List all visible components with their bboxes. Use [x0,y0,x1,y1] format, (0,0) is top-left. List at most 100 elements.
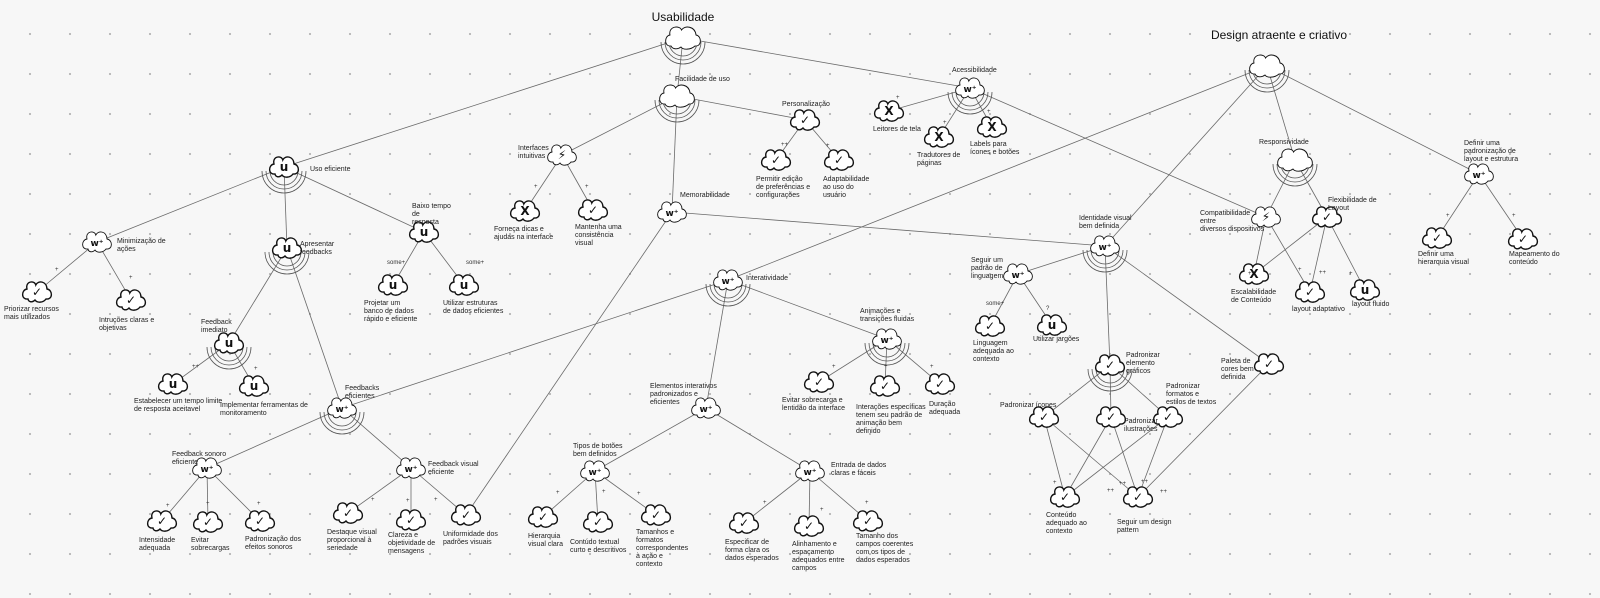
satisficed-softgoal-destaque[interactable]: ✓ [332,502,364,524]
satisficed-softgoal-definir-hier[interactable]: ✓ [1421,227,1453,249]
denied-softgoal-leitores[interactable]: X [873,100,905,122]
weak-satisficed-softgoal-feed-sonoro[interactable]: w⁺ [192,457,222,479]
weak-satisficed-softgoal-feed-visual[interactable]: w⁺ [396,457,426,479]
unknown-softgoal-apres[interactable]: u [271,237,303,259]
satisficed-softgoal-permitir[interactable]: ✓ [760,149,792,171]
unknown-softgoal-projetar[interactable]: u [377,274,409,296]
unknown-softgoal-implem[interactable]: u [238,375,270,397]
softgoal-cloud-shape [713,269,743,291]
contribution-link [1043,364,1111,418]
softgoal-label-apresentar-feedbacks: Apresentar feedbacks [300,241,335,256]
contribution-link [283,166,288,249]
contribution-link [1326,216,1366,291]
softgoal-label-personalizacao: Personalização [782,101,830,108]
softgoal-label-definir-padronizacao: Definir uma padronização de layout e est… [1464,140,1519,163]
satisficed-softgoal-alinh[interactable]: ✓ [793,515,825,537]
softgoal-cloud-shape [448,274,480,296]
denied-softgoal-tradut[interactable]: X [923,126,955,148]
softgoal-cloud-shape [872,328,902,350]
satisficed-softgoal-clareza[interactable]: ✓ [395,509,427,531]
softgoal-label-elementos-interativos: Elementos interativos padronizados e efi… [650,383,717,406]
softgoal-cloud-shape [1152,406,1184,428]
contribution-label: + [166,503,170,509]
satisficed-softgoal-interac-esp[interactable]: ✓ [869,375,901,397]
satisficed-softgoal-layout-adapt[interactable]: ✓ [1294,281,1326,303]
satisficed-softgoal-padr-elem[interactable]: ✓ [1094,354,1126,376]
satisficed-softgoal-evitar-s[interactable]: ✓ [192,511,224,533]
weak-satisficed-icon: w⁺ [699,405,712,415]
weak-satisficed-softgoal-minim[interactable]: w⁺ [82,231,112,253]
softgoal-cloud-shape [192,457,222,479]
softgoal-cloud-shape [1094,354,1126,376]
unknown-softgoal-jargoes[interactable]: u [1036,314,1068,336]
decomposition-arc [323,411,361,431]
satisficed-icon: ✓ [406,513,416,527]
weak-satisficed-softgoal-anim[interactable]: w⁺ [872,328,902,350]
satisficed-softgoal-intens[interactable]: ✓ [146,510,178,532]
satisficed-softgoal-flexib[interactable]: ✓ [1311,206,1343,228]
weak-satisficed-softgoal-interat[interactable]: w⁺ [713,269,743,291]
satisficed-icon: ✓ [461,508,471,522]
satisficed-softgoal-tamanhos[interactable]: ✓ [640,504,672,526]
weak-satisficed-softgoal-acess[interactable]: w⁺ [955,77,985,99]
satisficed-softgoal-seguir-pattern[interactable]: ✓ [1122,486,1154,508]
denied-softgoal-forneca[interactable]: X [509,200,541,222]
satisficed-softgoal-uniform[interactable]: ✓ [450,504,482,526]
softgoal-cloud-shape [955,77,985,99]
unknown-softgoal-uso[interactable]: u [268,156,300,178]
satisficed-softgoal-ling-adeq[interactable]: ✓ [974,315,1006,337]
satisficed-softgoal-intruc[interactable]: ✓ [115,289,147,311]
softgoal-cloud-shape [82,231,112,253]
softgoal-label-conteudo-adequado: Conteúdo adequado ao contexto [1046,512,1087,535]
satisficed-softgoal-padron-s[interactable]: ✓ [244,510,276,532]
softgoal-cloud-shape [1003,263,1033,285]
unknown-softgoal-estab[interactable]: u [157,373,189,395]
contribution-label: + [406,498,410,504]
satisficed-softgoal-mapeam[interactable]: ✓ [1507,228,1539,250]
satisficed-softgoal-mantenha[interactable]: ✓ [577,199,609,221]
satisficed-softgoal-paleta[interactable]: ✓ [1253,353,1285,375]
satisficed-softgoal-evitar-sl[interactable]: ✓ [803,371,835,393]
root-softgoal-usab[interactable] [665,26,701,50]
satisficed-softgoal-adapt[interactable]: ✓ [823,149,855,171]
contribution-link [1043,416,1139,498]
softgoal-label-utilizar-jargoes: Utilizar jargões [1033,336,1080,343]
weak-satisficed-softgoal-elem-inter[interactable]: w⁺ [691,397,721,419]
decomposition-arc [327,411,357,427]
satisficed-softgoal-padr-ilus[interactable]: ✓ [1095,406,1127,428]
weak-satisficed-softgoal-feed-efic[interactable]: w⁺ [327,397,357,419]
softgoal-cloud-shape [408,221,440,243]
softgoal-cloud-shape [974,315,1006,337]
satisficed-softgoal-perso[interactable]: ✓ [789,109,821,131]
weak-satisficed-softgoal-memo[interactable]: w⁺ [657,201,687,223]
satisficed-softgoal-conteudo-adeq[interactable]: ✓ [1049,486,1081,508]
root-softgoal-facil[interactable] [659,84,695,108]
weak-satisficed-softgoal-definir-pad[interactable]: w⁺ [1464,163,1494,185]
denied-softgoal-labelsic[interactable]: X [976,116,1008,138]
decomposition-arc [206,346,252,370]
satisficed-softgoal-priorizar[interactable]: ✓ [21,281,53,303]
unknown-softgoal-layout-fluido[interactable]: u [1349,279,1381,301]
contribution-link [1478,173,1524,240]
weak-satisficed-softgoal-tipos[interactable]: w⁺ [580,460,610,482]
satisficed-softgoal-duracao[interactable]: ✓ [924,373,956,395]
satisficed-softgoal-padr-form[interactable]: ✓ [1152,406,1184,428]
root-softgoal-respons[interactable] [1277,148,1313,172]
unknown-softgoal-feed-imed[interactable]: u [213,332,245,354]
weak-satisficed-softgoal-identidade[interactable]: w⁺ [1090,235,1120,257]
weak-satisficed-softgoal-entrada[interactable]: w⁺ [795,460,825,482]
softgoal-cloud-shape [760,149,792,171]
unknown-softgoal-baixo[interactable]: u [408,221,440,243]
satisficed-icon: ✓ [800,113,810,127]
denied-softgoal-escal[interactable]: X [1238,263,1270,285]
root-softgoal-design[interactable] [1249,54,1285,78]
weak-satisficed-softgoal-seguir-ling[interactable]: w⁺ [1003,263,1033,285]
satisficed-softgoal-tamanho-c[interactable]: ✓ [852,510,884,532]
unknown-softgoal-utilizar-est[interactable]: u [448,274,480,296]
satisficed-softgoal-especif[interactable]: ✓ [728,512,760,534]
satisficed-softgoal-padr-icones[interactable]: ✓ [1028,406,1060,428]
satisficed-softgoal-hierq[interactable]: ✓ [527,506,559,528]
conflict-softgoal-compat[interactable]: ⚡ [1251,206,1281,228]
satisficed-softgoal-conteudo-t[interactable]: ✓ [582,511,614,533]
conflict-softgoal-inter-intuit[interactable]: ⚡ [547,144,577,166]
